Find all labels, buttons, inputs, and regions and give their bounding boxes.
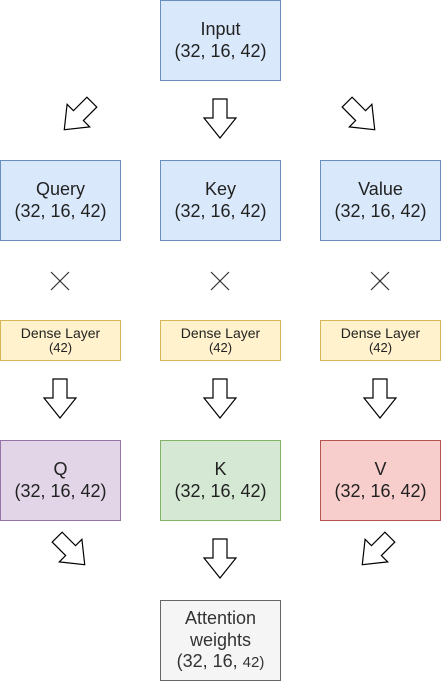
key-shape: (32, 16, 42) <box>174 200 267 221</box>
k-title: K <box>214 458 227 479</box>
attention-weights-box: Attention weights (32, 16, 42) <box>160 600 281 681</box>
dense-layer-label: Dense Layer <box>20 324 101 341</box>
dense-layer-query: Dense Layer (42) <box>0 320 121 361</box>
arrow-down-icon <box>203 378 237 419</box>
input-title: Input <box>200 18 241 39</box>
attention-shape: (32, 16, 42) <box>177 651 265 673</box>
k-shape: (32, 16, 42) <box>174 480 267 501</box>
arrow-down-icon <box>203 538 237 579</box>
query-shape: (32, 16, 42) <box>14 200 107 221</box>
multiply-icon <box>50 271 70 291</box>
query-title: Query <box>35 178 86 199</box>
q-box: Q (32, 16, 42) <box>0 440 121 521</box>
dense-layer-value: Dense Layer (42) <box>320 320 441 361</box>
query-box: Query (32, 16, 42) <box>0 160 121 241</box>
dense-layer-key: Dense Layer (42) <box>160 320 281 361</box>
multiply-icon <box>210 271 230 291</box>
arrow-down-icon <box>363 378 397 419</box>
input-shape: (32, 16, 42) <box>174 40 267 61</box>
arrow-down-left-icon <box>350 525 402 577</box>
value-title: Value <box>358 178 403 199</box>
v-title: V <box>374 458 387 479</box>
input-box: Input (32, 16, 42) <box>160 0 281 81</box>
value-shape: (32, 16, 42) <box>334 200 427 221</box>
attention-title-line1: Attention <box>184 608 257 629</box>
key-title: Key <box>204 178 237 199</box>
arrow-down-right-icon <box>335 90 387 142</box>
arrow-down-left-icon <box>52 90 104 142</box>
dense-layer-label: Dense Layer <box>180 324 261 341</box>
attention-shape-main: (32, 16, <box>176 651 243 672</box>
value-box: Value (32, 16, 42) <box>320 160 441 241</box>
k-box: K (32, 16, 42) <box>160 440 281 521</box>
dense-layer-units: (42) <box>368 340 393 356</box>
dense-layer-label: Dense Layer <box>340 324 421 341</box>
q-title: Q <box>53 458 68 479</box>
arrow-down-icon <box>43 378 77 419</box>
multiply-icon <box>370 271 390 291</box>
v-box: V (32, 16, 42) <box>320 440 441 521</box>
attention-title-line2: weights <box>189 629 252 650</box>
dense-layer-units: (42) <box>48 340 73 356</box>
attention-shape-end: 42) <box>242 654 265 672</box>
key-box: Key (32, 16, 42) <box>160 160 281 241</box>
v-shape: (32, 16, 42) <box>334 480 427 501</box>
q-shape: (32, 16, 42) <box>14 480 107 501</box>
dense-layer-units: (42) <box>208 340 233 356</box>
arrow-down-icon <box>203 98 237 139</box>
arrow-down-right-icon <box>45 525 97 577</box>
